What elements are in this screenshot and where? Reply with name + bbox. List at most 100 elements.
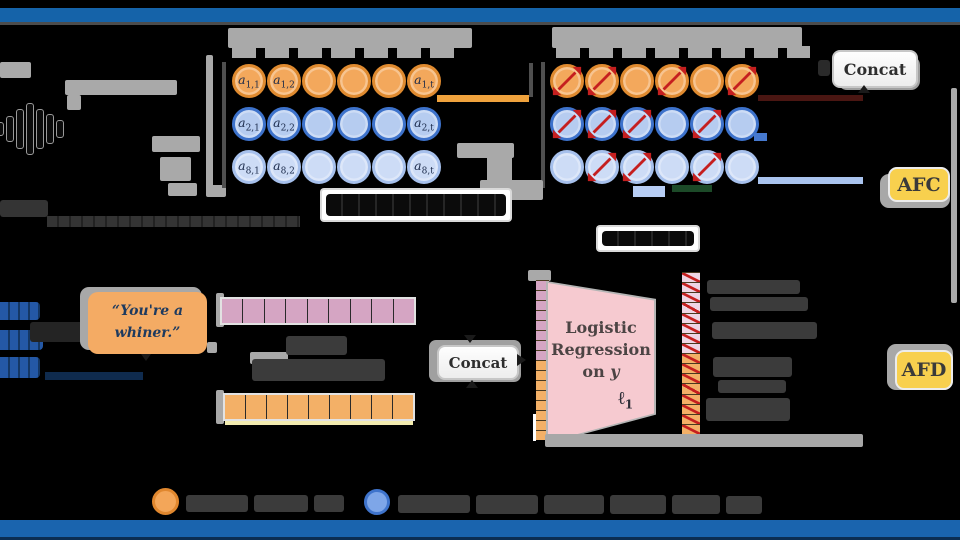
attention-circle (372, 64, 406, 98)
waveform-bar (6, 116, 14, 142)
waveform-bar (16, 109, 24, 149)
illegible-text-blob (818, 60, 830, 76)
matrix-bracket-left (541, 62, 545, 188)
illegible-text-blob (713, 357, 792, 377)
attention-circle (337, 107, 371, 141)
vector-cell (329, 395, 350, 419)
waveform-bar (26, 103, 34, 155)
vector-cell (682, 312, 700, 323)
top-gray-line (0, 22, 960, 25)
afd-label: AFD (901, 359, 947, 381)
vector-cell (682, 423, 700, 434)
vector-cell (682, 292, 700, 303)
illegible-text-blob (0, 62, 31, 78)
vector-cell (682, 383, 700, 394)
attention-circle: a8,t (407, 150, 441, 184)
connector-label-blob (67, 95, 81, 110)
illegible-text-blob (710, 297, 808, 311)
illegible-text-blob (30, 322, 85, 342)
lr-text-line3: on y (582, 362, 620, 381)
attention-circle: a8,1 (232, 150, 266, 184)
vector-shadow (528, 270, 551, 281)
illegible-text-blob (0, 200, 48, 217)
orange-embedding-vector (223, 393, 415, 421)
attention-circle: a2,t (407, 107, 441, 141)
sort-arrow-icon (622, 152, 652, 182)
head8-connector-bar (758, 177, 863, 184)
attention-row: a1,1 a1,2 a1,t (232, 64, 441, 98)
vector-cell (306, 299, 329, 323)
vector-cell (536, 390, 549, 400)
illegible-legend-text (672, 495, 720, 514)
legend-blue-circle (364, 489, 390, 515)
top-accent-bar (0, 8, 960, 22)
waveform-bar (46, 114, 54, 144)
attention-circle (620, 107, 654, 141)
concatenated-feature-vector (536, 280, 549, 440)
attention-circle (372, 107, 406, 141)
illegible-text-blob (152, 136, 200, 152)
illegible-text-blob (712, 322, 817, 339)
attention-circle: a8,2 (267, 150, 301, 184)
illegible-legend-text (476, 495, 538, 514)
vector-cell (350, 395, 371, 419)
arrow-up-icon (466, 380, 478, 388)
arrow-up-icon (858, 85, 870, 93)
illegible-legend-text (726, 496, 762, 514)
attention-circle (655, 107, 689, 141)
waveform-bar (0, 122, 4, 136)
vector-cell (263, 299, 286, 323)
concat-node: Concat (437, 345, 519, 380)
vector-shadow (216, 390, 224, 424)
sort-arrow-icon (622, 109, 652, 139)
attention-value-label: a1,t (414, 71, 434, 91)
arrow-down-icon (464, 335, 476, 343)
attention-circle (725, 107, 759, 141)
illegible-legend-text (398, 495, 470, 513)
attention-value-label: a1,1 (238, 71, 260, 91)
attention-circle: a2,2 (267, 107, 301, 141)
attention-circle (585, 150, 619, 184)
illegible-legend-text (254, 495, 308, 512)
attention-value-label: a1,2 (273, 71, 295, 91)
attention-circle (550, 107, 584, 141)
l1-regularization-label: ℓ1 (618, 388, 634, 412)
vector-cell (682, 282, 700, 293)
attention-circle: a1,t (407, 64, 441, 98)
timeline-strip (47, 216, 300, 227)
vector-cell (349, 299, 372, 323)
formula-box (322, 190, 510, 220)
vector-cell (392, 299, 414, 323)
attention-circle (655, 64, 689, 98)
head2-connector-bar (754, 133, 767, 141)
vector-cell (536, 280, 549, 290)
illegible-title-blob (232, 46, 460, 58)
connector-label-blob (65, 80, 177, 95)
clipped-blue-text (0, 302, 40, 320)
concat-label: Concat (843, 59, 907, 79)
attention-circle (655, 150, 689, 184)
vector-cell (536, 320, 549, 330)
illegible-legend-text (610, 495, 666, 514)
vector-cell (536, 410, 549, 420)
attention-circle (690, 150, 724, 184)
matrix-bracket-left (222, 62, 226, 188)
attention-value-label: a2,1 (238, 114, 260, 134)
vector-cell (245, 395, 266, 419)
illegible-text-blob (286, 336, 347, 355)
attention-circle (585, 64, 619, 98)
illegible-title-blob (552, 27, 802, 48)
attention-circle (302, 64, 336, 98)
sort-arrow-icon (657, 66, 687, 96)
vector-cell (266, 395, 287, 419)
quote-box: “You're a whiner.” (88, 292, 207, 354)
formula-box (598, 227, 698, 250)
logistic-regression-node (546, 281, 656, 444)
navy-underline-bar (45, 372, 143, 380)
waveform-bar (36, 109, 44, 149)
illegible-text-blob (252, 359, 385, 381)
vector-cell (536, 420, 549, 430)
sort-arrow-icon (552, 109, 582, 139)
